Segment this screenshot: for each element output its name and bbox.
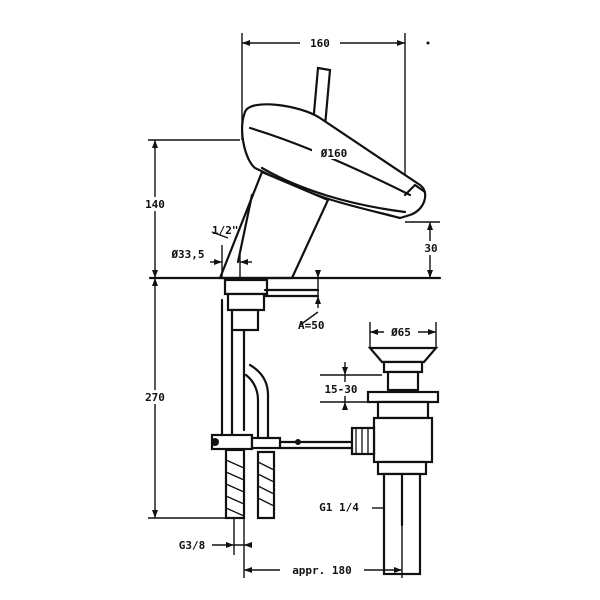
waste-adjust-dimension: 15-30 (318, 362, 382, 410)
inlet-annotation: G3/8 (172, 518, 252, 555)
lower-height-label: 270 (145, 391, 165, 404)
hose-braid-right (256, 450, 276, 520)
inlet-label: G3/8 (179, 539, 206, 552)
mount-thread-label: 1/2" (212, 224, 239, 237)
supply-hoses (210, 298, 301, 520)
spout-angle-label: Ø160 (320, 147, 348, 160)
lower-height-dimension: 270 (138, 278, 226, 519)
shank-length-label: A=50 (298, 319, 325, 332)
waste-diameter-dimension: Ø65 (369, 322, 437, 348)
shank-length-dimension: A=50 (298, 270, 325, 332)
spout-gap-dimension: 30 (405, 221, 442, 279)
base-diameter-label: Ø33,5 (170, 248, 204, 261)
waste-adjust-label: 15-30 (324, 383, 357, 396)
spout-head: Ø160 (241, 103, 427, 220)
waste-thread-annotation: G1 1/4 (314, 500, 384, 514)
top-width-dimension: 160 (241, 33, 430, 190)
base-diameter-dimension: Ø33,5 1/2" (165, 224, 252, 278)
top-width-label: 160 (310, 37, 330, 50)
waste-assembly (350, 346, 440, 576)
spout-gap-label: 30 (424, 242, 437, 255)
reach-dimension: appr. 180 (243, 525, 403, 578)
waste-thread-label: G1 1/4 (319, 501, 359, 514)
upper-height-dimension: 140 (140, 139, 240, 278)
upper-height-label: 140 (145, 198, 165, 211)
hose-braid-left (224, 448, 246, 520)
reach-label: appr. 180 (292, 564, 352, 577)
waste-diameter-label: Ø65 (390, 326, 411, 339)
mounting-shank (223, 278, 320, 332)
faucet-body (218, 170, 330, 280)
